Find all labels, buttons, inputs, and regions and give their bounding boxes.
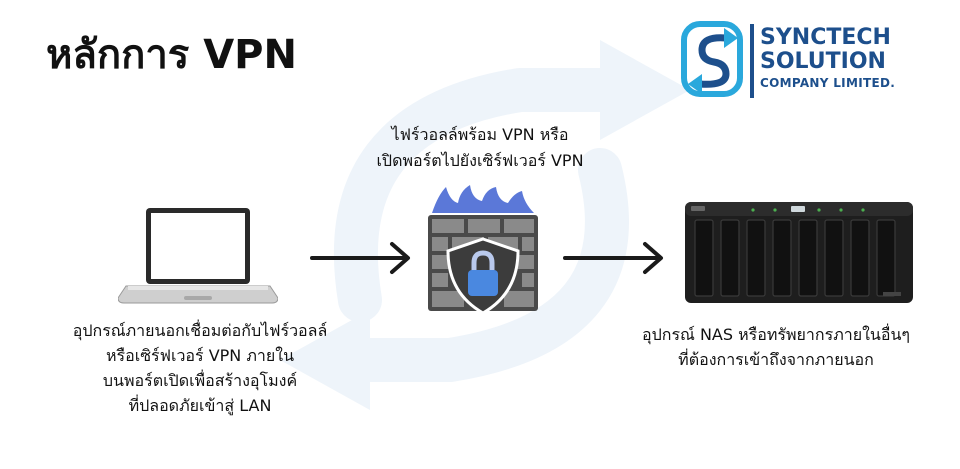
arrow-right-icon (563, 242, 663, 274)
synctech-logo-icon (681, 21, 743, 97)
nas-caption: อุปกรณ์ NAS หรือทรัพยากรภายในอื่นๆ ที่ต้… (600, 322, 952, 372)
arrow-right-icon (310, 242, 410, 274)
nas-caption-line1: อุปกรณ์ NAS หรือทรัพยากรภายในอื่นๆ (641, 325, 910, 344)
external-device-caption-line4: ที่ปลอดภัยเข้าสู่ LAN (128, 396, 272, 415)
firewall-label-line1: ไฟร์วอลล์พร้อม VPN หรือ (391, 125, 569, 144)
nas-caption-line2: ที่ต้องการเข้าถึงจากภายนอก (678, 350, 874, 369)
firewall-shield-lock-icon (428, 185, 538, 315)
page-title: หลักการ VPN (46, 32, 297, 78)
logo-text-solution: SOLUTION (760, 49, 886, 74)
logo-divider (750, 24, 754, 98)
logo-text-synctech: SYNCTECH (760, 25, 891, 50)
external-device-caption-line2: หรือเซิร์ฟเวอร์ VPN ภายใน (105, 346, 295, 365)
firewall-label-line2: เปิดพอร์ตไปยังเซิร์ฟเวอร์ VPN (376, 151, 584, 170)
external-device-caption-line1: อุปกรณ์ภายนอกเชื่อมต่อกับไฟร์วอลล์ (72, 321, 328, 340)
external-device-caption: อุปกรณ์ภายนอกเชื่อมต่อกับไฟร์วอลล์ หรือเ… (20, 318, 380, 418)
laptop-icon (118, 208, 278, 304)
logo-text-company: COMPANY LIMITED. (760, 76, 896, 90)
external-device-caption-line3: บนพอร์ตเปิดเพื่อสร้างอุโมงค์ (102, 371, 298, 390)
company-logo: SYNCTECH SOLUTION COMPANY LIMITED. (680, 18, 930, 104)
nas-server-icon (685, 202, 913, 303)
firewall-label: ไฟร์วอลล์พร้อม VPN หรือ เปิดพอร์ตไปยังเซ… (330, 122, 630, 174)
